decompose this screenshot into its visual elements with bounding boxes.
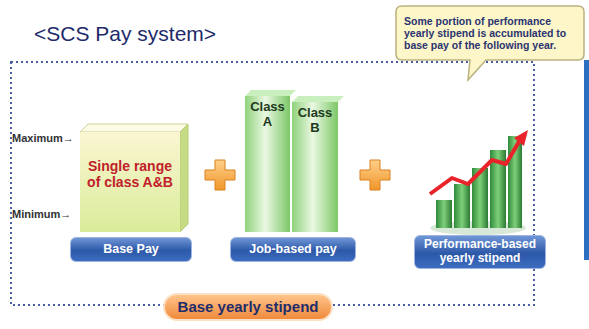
base-pay-block: Single range of class A&B — [80, 132, 180, 232]
node-text: Base yearly stipend — [178, 298, 319, 315]
plus-sign — [360, 160, 390, 190]
edge-strip — [584, 60, 589, 260]
class-bar: Class B — [292, 102, 338, 232]
axis-label: Maximum→ — [12, 132, 74, 144]
block-top — [80, 124, 188, 132]
node-text: Class A — [249, 100, 286, 130]
node-text: Some portion of performance yearly stipe… — [404, 15, 576, 51]
class-bar: Class A — [245, 96, 290, 232]
node-text: Class B — [296, 106, 334, 136]
title: <SCS Pay system> — [34, 22, 216, 46]
node-text: Single range of class A&B — [84, 158, 176, 190]
node-text: Base Pay — [103, 242, 159, 256]
pay-button: Performance-based yearly stipend — [414, 235, 546, 269]
total-pill: Base yearly stipend — [163, 293, 333, 321]
block-side — [180, 124, 188, 232]
plus-sign — [205, 160, 235, 190]
speech-bubble — [396, 6, 584, 80]
axis-label: Minimum→ — [12, 208, 71, 220]
node-text: Job-based pay — [249, 242, 337, 256]
pay-button: Base Pay — [70, 237, 192, 262]
node-text: Performance-based yearly stipend — [419, 238, 541, 266]
callout-bubble: Some portion of performance yearly stipe… — [398, 7, 582, 59]
pay-button: Job-based pay — [230, 237, 356, 262]
growth-icon — [430, 130, 528, 235]
